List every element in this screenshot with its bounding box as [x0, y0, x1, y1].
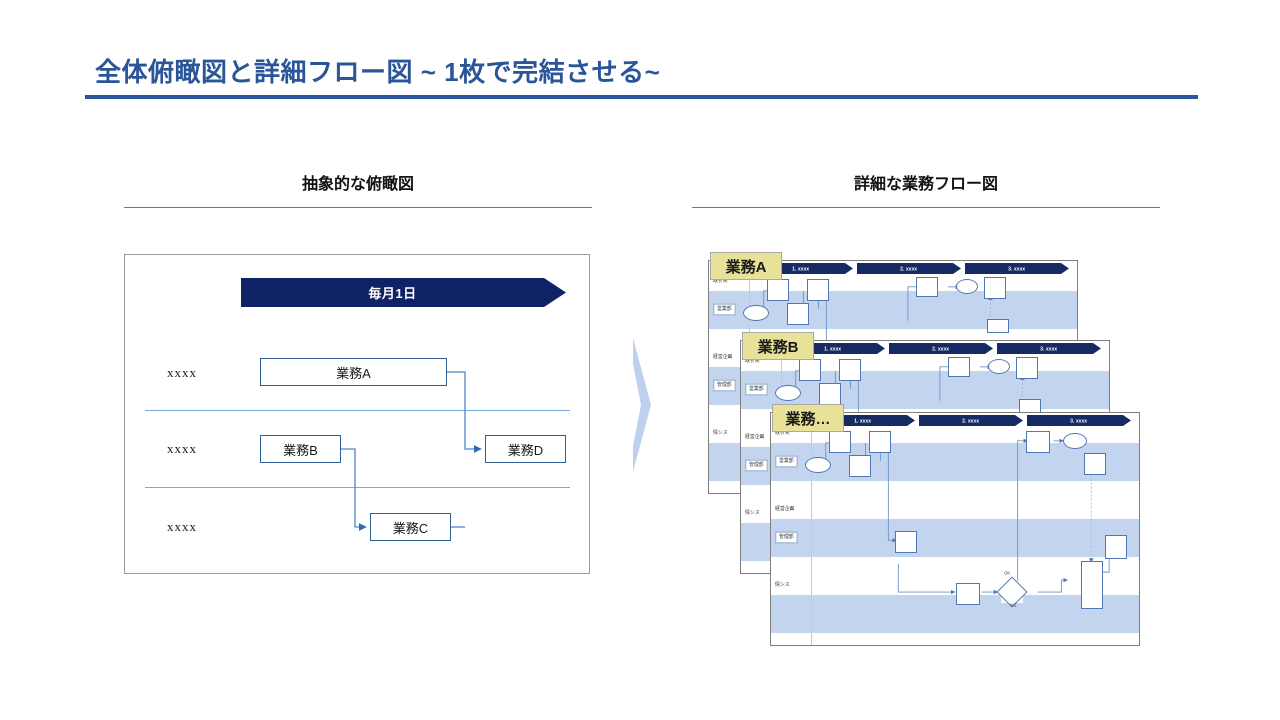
section-heading-right: 詳細な業務フロー図 — [853, 176, 998, 193]
lane-band — [771, 519, 1139, 557]
flow-shape-rect — [895, 531, 917, 553]
flow-lane-label-4: 管理部 — [775, 531, 798, 544]
flow-shape-oval — [805, 457, 831, 473]
phase-label: 1. xxxx — [854, 417, 872, 424]
right-chevron-arrow-icon — [633, 338, 651, 472]
lane-band — [771, 595, 1139, 633]
phase-label: 3. xxxx — [1040, 345, 1058, 352]
flow-shape-oval — [743, 305, 769, 321]
flow-shape-rect — [956, 583, 980, 605]
flow-card-tag-gyomu-a[interactable]: 業務A — [710, 252, 782, 280]
flow-shape-rect — [1084, 453, 1106, 475]
flow-lane-label-3: 経営企画 — [713, 354, 733, 360]
process-box-gyomu-c[interactable]: 業務C — [370, 513, 451, 541]
section-underline-right — [692, 207, 1160, 208]
flow-lane-label-1: 取引先 — [775, 430, 790, 436]
flow-shape-rect — [987, 319, 1009, 333]
flow-lane-label-5: 情シス — [775, 582, 790, 588]
flow-card-tag-gyomu-other[interactable]: 業務… — [772, 404, 844, 432]
flow-lane-label-2: 営業部 — [745, 383, 768, 396]
phase-chevron-1[interactable]: 1. xxxx — [781, 343, 885, 354]
flow-card-gyomu-other[interactable]: 取引先 営業部 経営企画 管理部 情シス 1. xxxx 2. xxxx 3. … — [770, 412, 1140, 646]
lane-label-3: xxxx — [167, 519, 197, 534]
section-right-detail: 詳細な業務フロー図 — [692, 170, 1160, 208]
lane-label-2: xxxx — [167, 441, 197, 456]
section-left-overview: 抽象的な俯瞰図 — [124, 170, 592, 208]
lane-divider-2 — [145, 487, 570, 488]
phase-chevron-row: 1. xxxx 2. xxxx 3. xxxx — [811, 415, 1137, 426]
process-box-gyomu-d[interactable]: 業務D — [485, 435, 566, 463]
flow-shape-rect — [1019, 399, 1041, 413]
flow-lane-label-2: 営業部 — [713, 303, 736, 316]
flow-lane-label-4: 管理部 — [713, 379, 736, 392]
phase-chevron-row: 1. xxxx 2. xxxx 3. xxxx — [781, 343, 1107, 354]
flow-shape-rect — [1026, 431, 1050, 453]
flow-shape-rect — [819, 383, 841, 405]
flow-card-3-canvas: 取引先 営業部 経営企画 管理部 情シス 1. xxxx 2. xxxx 3. … — [771, 413, 1139, 645]
flow-shape-rect — [807, 279, 829, 301]
flow-lane-label-5: 情シス — [713, 430, 728, 436]
flow-shape-rect — [839, 359, 861, 381]
flow-shape-oval — [988, 359, 1010, 374]
overview-diagram-canvas: 毎月1日 xxxx xxxx xxxx 業務A 業務B 業務C 業務D — [125, 255, 589, 573]
section-underline-left — [124, 207, 592, 208]
flow-shape-rect — [829, 431, 851, 453]
flow-shape-oval — [956, 279, 978, 294]
process-box-gyomu-a[interactable]: 業務A — [260, 358, 447, 386]
flow-shape-rect — [849, 455, 871, 477]
flow-shape-rect — [869, 431, 891, 453]
overview-diagram-frame: 毎月1日 xxxx xxxx xxxx 業務A 業務B 業務C 業務D — [124, 254, 590, 574]
phase-label: 1. xxxx — [792, 265, 810, 272]
flow-lane-label-2: 営業部 — [775, 455, 798, 468]
flow-shape-rect — [1081, 561, 1103, 609]
flow-shape-rect — [948, 357, 970, 377]
lane-divider-1 — [145, 410, 570, 411]
phase-label: 2. xxxx — [900, 265, 918, 272]
process-box-gyomu-b[interactable]: 業務B — [260, 435, 341, 463]
flow-shape-rect — [767, 279, 789, 301]
flow-shape-oval — [1063, 433, 1087, 449]
flow-shape-rect — [916, 277, 938, 297]
flow-shape-rect — [1016, 357, 1038, 379]
phase-chevron-3[interactable]: 3. xxxx — [1027, 415, 1131, 426]
flow-lane-label-1: 取引先 — [745, 358, 760, 364]
phase-label: 2. xxxx — [932, 345, 950, 352]
decision-label-ng: NG — [1010, 602, 1017, 608]
phase-label: 1. xxxx — [824, 345, 842, 352]
flow-lane-label-1: 取引先 — [713, 278, 728, 284]
flow-shape-rect — [799, 359, 821, 381]
phase-chevron-3[interactable]: 3. xxxx — [965, 263, 1069, 274]
timeline-banner-shape — [241, 278, 566, 307]
phase-chevron-2[interactable]: 2. xxxx — [919, 415, 1023, 426]
lane-label-column: 取引先 営業部 経営企画 管理部 情シス — [771, 413, 812, 645]
flow-shape-rect — [787, 303, 809, 325]
title-underline — [85, 95, 1198, 99]
timeline-banner-label: 毎月1日 — [368, 286, 417, 301]
flow-lane-label-3: 経営企画 — [775, 506, 795, 512]
phase-chevron-2[interactable]: 2. xxxx — [889, 343, 993, 354]
phase-chevron-3[interactable]: 3. xxxx — [997, 343, 1101, 354]
lane-label-1: xxxx — [167, 365, 197, 380]
phase-chevron-2[interactable]: 2. xxxx — [857, 263, 961, 274]
phase-label: 3. xxxx — [1008, 265, 1026, 272]
page-title: 全体俯瞰図と詳細フロー図 ~ 1枚で完結させる~ — [95, 57, 661, 87]
flow-shape-rect — [984, 277, 1006, 299]
phase-chevron-1[interactable]: 1. xxxx — [811, 415, 915, 426]
phase-label: 3. xxxx — [1070, 417, 1088, 424]
flow-lane-label-5: 情シス — [745, 510, 760, 516]
flow-card-tag-gyomu-b[interactable]: 業務B — [742, 332, 814, 360]
flow-shape-oval — [775, 385, 801, 401]
decision-label-ok: OK — [1004, 570, 1011, 576]
flow-shape-rect — [1105, 535, 1127, 559]
section-heading-left: 抽象的な俯瞰図 — [301, 176, 414, 193]
flow-lane-label-3: 経営企画 — [745, 434, 765, 440]
phase-label: 2. xxxx — [962, 417, 980, 424]
flow-shape-decision — [996, 576, 1028, 608]
phase-chevron-row: 1. xxxx 2. xxxx 3. xxxx — [749, 263, 1075, 274]
flow-lane-label-4: 管理部 — [745, 459, 768, 472]
timeline-banner: 毎月1日 — [241, 278, 566, 307]
flow-card-stack: 取引先 営業部 経営企画 管理部 情シス 1. xxxx 2. xxxx 3. … — [700, 250, 1140, 646]
phase-chevron-1[interactable]: 1. xxxx — [749, 263, 853, 274]
